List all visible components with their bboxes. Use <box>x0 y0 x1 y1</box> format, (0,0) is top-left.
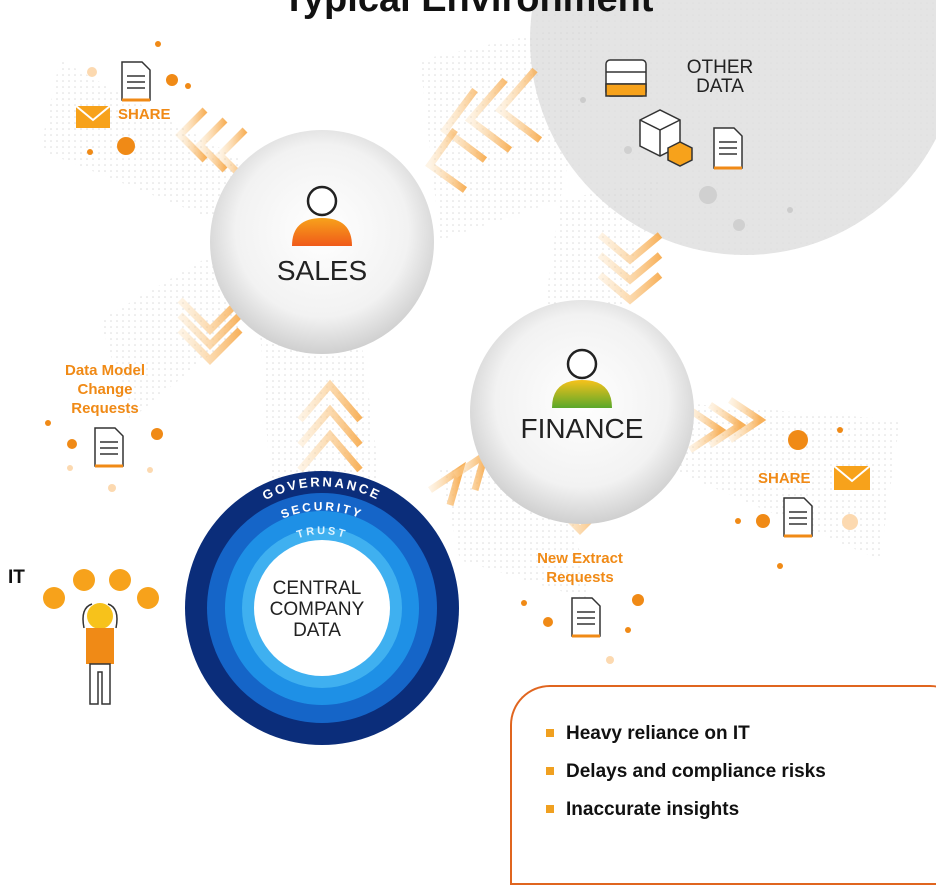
bullet-square-icon <box>546 767 554 775</box>
bullet-square-icon <box>546 729 554 737</box>
data-model-line-2: Change <box>77 381 133 398</box>
impact-item: Delays and compliance risks <box>546 761 826 783</box>
database-icon <box>605 59 647 97</box>
sales-node <box>210 130 434 354</box>
sales-person-icon <box>306 185 338 217</box>
document-icon <box>713 127 743 170</box>
impact-item-text: Delays and compliance risks <box>566 761 826 782</box>
page-title: Typical Environment <box>0 0 936 21</box>
central-line-3: DATA <box>293 620 341 641</box>
document-icon <box>571 597 601 638</box>
finance-label: FINANCE <box>520 413 644 444</box>
document-icon <box>121 61 151 102</box>
central-data-rings: GOVERNANCE SECURITY TRUST <box>185 471 459 745</box>
decorative-dots-light <box>67 67 858 664</box>
data-model-change-requests-label: Data Model Change Requests <box>30 361 180 418</box>
data-model-line-1: Data Model <box>64 362 145 379</box>
diagram-graphics: GOVERNANCE SECURITY TRUST <box>40 0 936 745</box>
new-extract-requests-label: New Extract Requests <box>505 549 655 587</box>
it-label: IT <box>8 567 25 588</box>
share-label-left: SHARE <box>118 106 171 123</box>
sales-label: SALES <box>276 255 368 286</box>
it-person-icon <box>43 569 159 705</box>
impact-item-text: Heavy reliance on IT <box>566 723 750 744</box>
finance-person-icon <box>566 348 598 380</box>
document-icon <box>94 427 124 468</box>
impact-item-text: Inaccurate insights <box>566 799 740 820</box>
cube-icon <box>639 109 693 167</box>
impact-list: Heavy reliance on IT Delays and complian… <box>546 723 826 837</box>
decorative-dots <box>45 41 843 633</box>
envelope-icon <box>75 105 111 128</box>
other-data-label: OTHER DATA <box>665 58 775 96</box>
impact-item: Inaccurate insights <box>546 799 826 821</box>
new-extract-line-2: Requests <box>546 569 614 586</box>
bullet-square-icon <box>546 805 554 813</box>
finance-node <box>470 300 694 524</box>
central-line-2: COMPANY <box>269 599 365 620</box>
document-icon <box>783 497 813 538</box>
data-streams <box>40 20 900 600</box>
new-extract-line-1: New Extract <box>537 550 623 567</box>
other-data-text: OTHER DATA <box>686 57 754 97</box>
central-line-1: CENTRAL <box>272 578 362 599</box>
data-model-line-3: Requests <box>71 400 139 417</box>
trust-ring-label: TRUST <box>295 525 348 541</box>
central-company-data-label: CENTRAL COMPANY DATA <box>252 578 382 641</box>
envelope-icon <box>833 465 871 490</box>
impact-item: Heavy reliance on IT <box>546 723 826 745</box>
share-label-right: SHARE <box>758 470 811 487</box>
impact-callout: Heavy reliance on IT Delays and complian… <box>510 685 936 885</box>
